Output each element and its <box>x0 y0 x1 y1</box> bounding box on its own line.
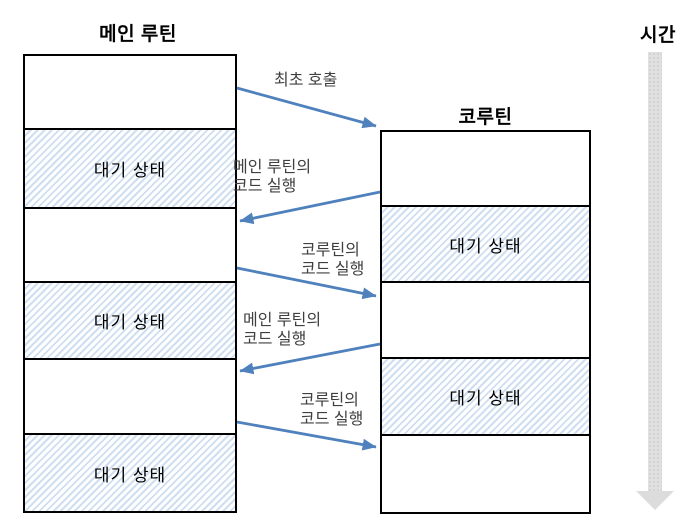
waiting-state-label: 대기 상태 <box>93 313 167 332</box>
time-axis-label: 시간 <box>640 25 676 46</box>
arrow-label-main-code-exec-2: 메인 루틴의 코드 실행 <box>243 312 322 348</box>
coroutine-segment-running <box>380 434 591 514</box>
coroutine-segment-running <box>380 281 591 359</box>
waiting-state-label: 대기 상태 <box>93 161 167 180</box>
coroutine-segment-waiting: 대기 상태 <box>380 205 591 283</box>
arrow-label-main-code-exec-1: 메인 루틴의 코드 실행 <box>233 159 312 195</box>
waiting-state-label: 대기 상태 <box>449 389 522 408</box>
main-routine-segment-waiting: 대기 상태 <box>23 128 237 209</box>
arrow-label-coroutine-code-exec-1: 코루틴의 코드 실행 <box>301 242 365 278</box>
main-routine-segment-running <box>23 54 237 130</box>
main-routine-segment-running <box>23 358 237 435</box>
time-axis-arrowhead-icon <box>636 491 674 510</box>
arrow-label-initial-call: 최초 호출 <box>274 72 338 89</box>
coroutine-segment-waiting: 대기 상태 <box>380 357 591 436</box>
arrow-initial-call <box>236 86 377 129</box>
arrow-label-coroutine-code-exec-2: 코루틴의 코드 실행 <box>300 392 364 428</box>
arrow-resume-main-1 <box>239 190 381 225</box>
main-routine-title: 메인 루틴 <box>99 24 177 45</box>
waiting-state-label: 대기 상태 <box>93 465 167 485</box>
main-routine-segment-waiting: 대기 상태 <box>23 433 237 513</box>
time-axis-bar <box>648 52 662 492</box>
waiting-state-label: 대기 상태 <box>449 236 522 256</box>
main-routine-segment-running <box>23 207 237 283</box>
main-routine-segment-waiting: 대기 상태 <box>23 281 237 360</box>
coroutine-title: 코루틴 <box>458 107 513 128</box>
coroutine-segment-running <box>380 130 591 207</box>
